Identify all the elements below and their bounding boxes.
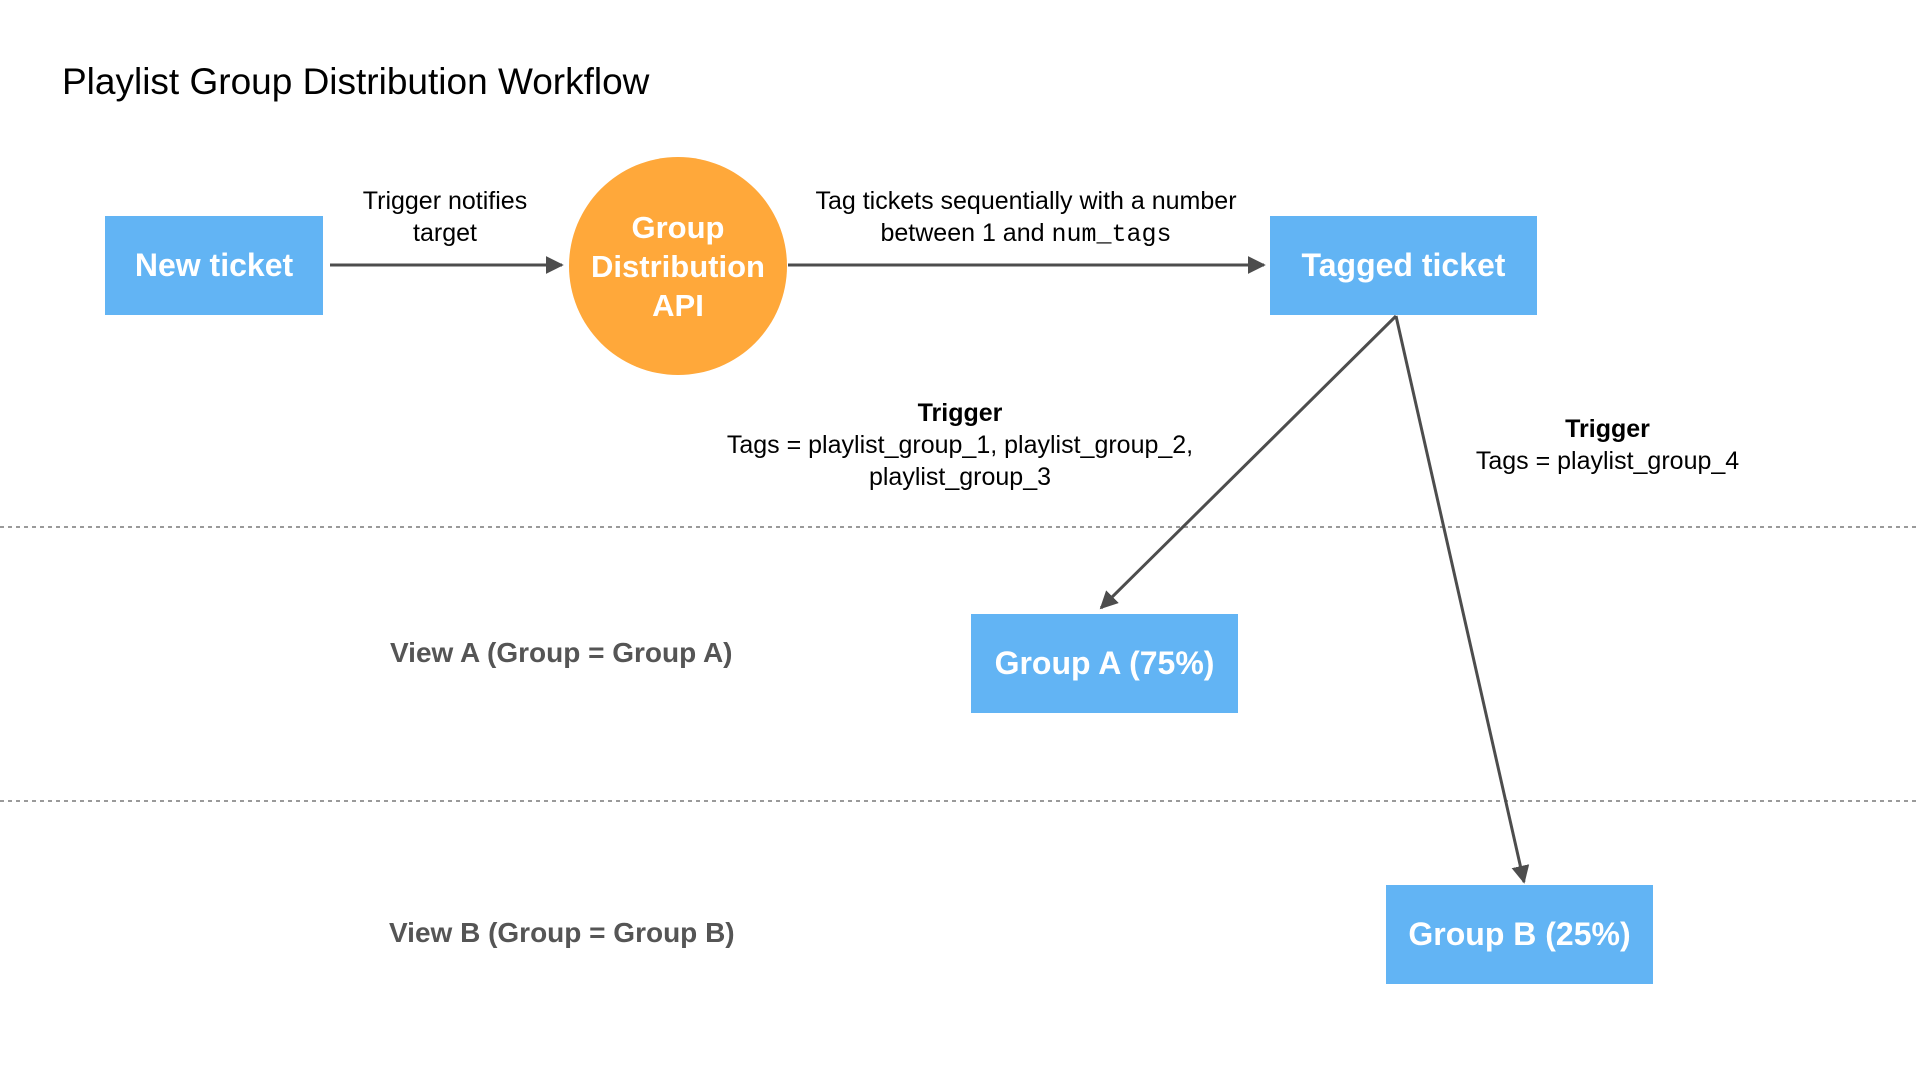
group-a-node: Group A (75%) [971,614,1238,713]
num-tags-code: num_tags [1051,220,1172,249]
api-label-line-2: Distribution [591,248,765,284]
tag-sequential-line-2-text: between 1 and [880,219,1052,247]
trigger-b-label: Trigger Tags = playlist_group_4 [1440,413,1775,477]
view-b-label: View B (Group = Group B) [389,917,735,948]
trigger-a-heading: Trigger [917,399,1003,427]
arrow-tagged-to-group-b [1394,315,1530,884]
tag-sequential-label: Tag tickets sequentially with a number b… [786,185,1266,251]
group-b-node: Group B (25%) [1386,885,1653,984]
api-label-line-3: API [652,287,704,323]
page-title: Playlist Group Distribution Workflow [62,61,650,102]
group-distribution-api-node: Group Distribution API [569,157,787,375]
trigger-b-heading: Trigger [1565,415,1650,443]
trigger-notifies-line-1: Trigger notifies [362,187,528,215]
view-a-label: View A (Group = Group A) [390,637,733,668]
trigger-a-line-2: playlist_group_3 [868,463,1052,491]
trigger-notifies-label: Trigger notifies target [340,185,550,249]
trigger-a-label: Trigger Tags = playlist_group_1, playlis… [700,397,1220,493]
arrow-tagged-to-group-a [1099,314,1398,610]
trigger-notifies-line-2: target [413,219,477,247]
new-ticket-node: New ticket [105,216,323,315]
trigger-b-line-1: Tags = playlist_group_4 [1475,447,1740,475]
tag-sequential-line-2: between 1 and num_tags [786,217,1266,251]
tagged-ticket-node: Tagged ticket [1270,216,1537,315]
api-label-line-1: Group [631,209,725,245]
trigger-a-line-1: Tags = playlist_group_1, playlist_group_… [726,431,1194,459]
tag-sequential-line-1: Tag tickets sequentially with a number [815,187,1237,215]
